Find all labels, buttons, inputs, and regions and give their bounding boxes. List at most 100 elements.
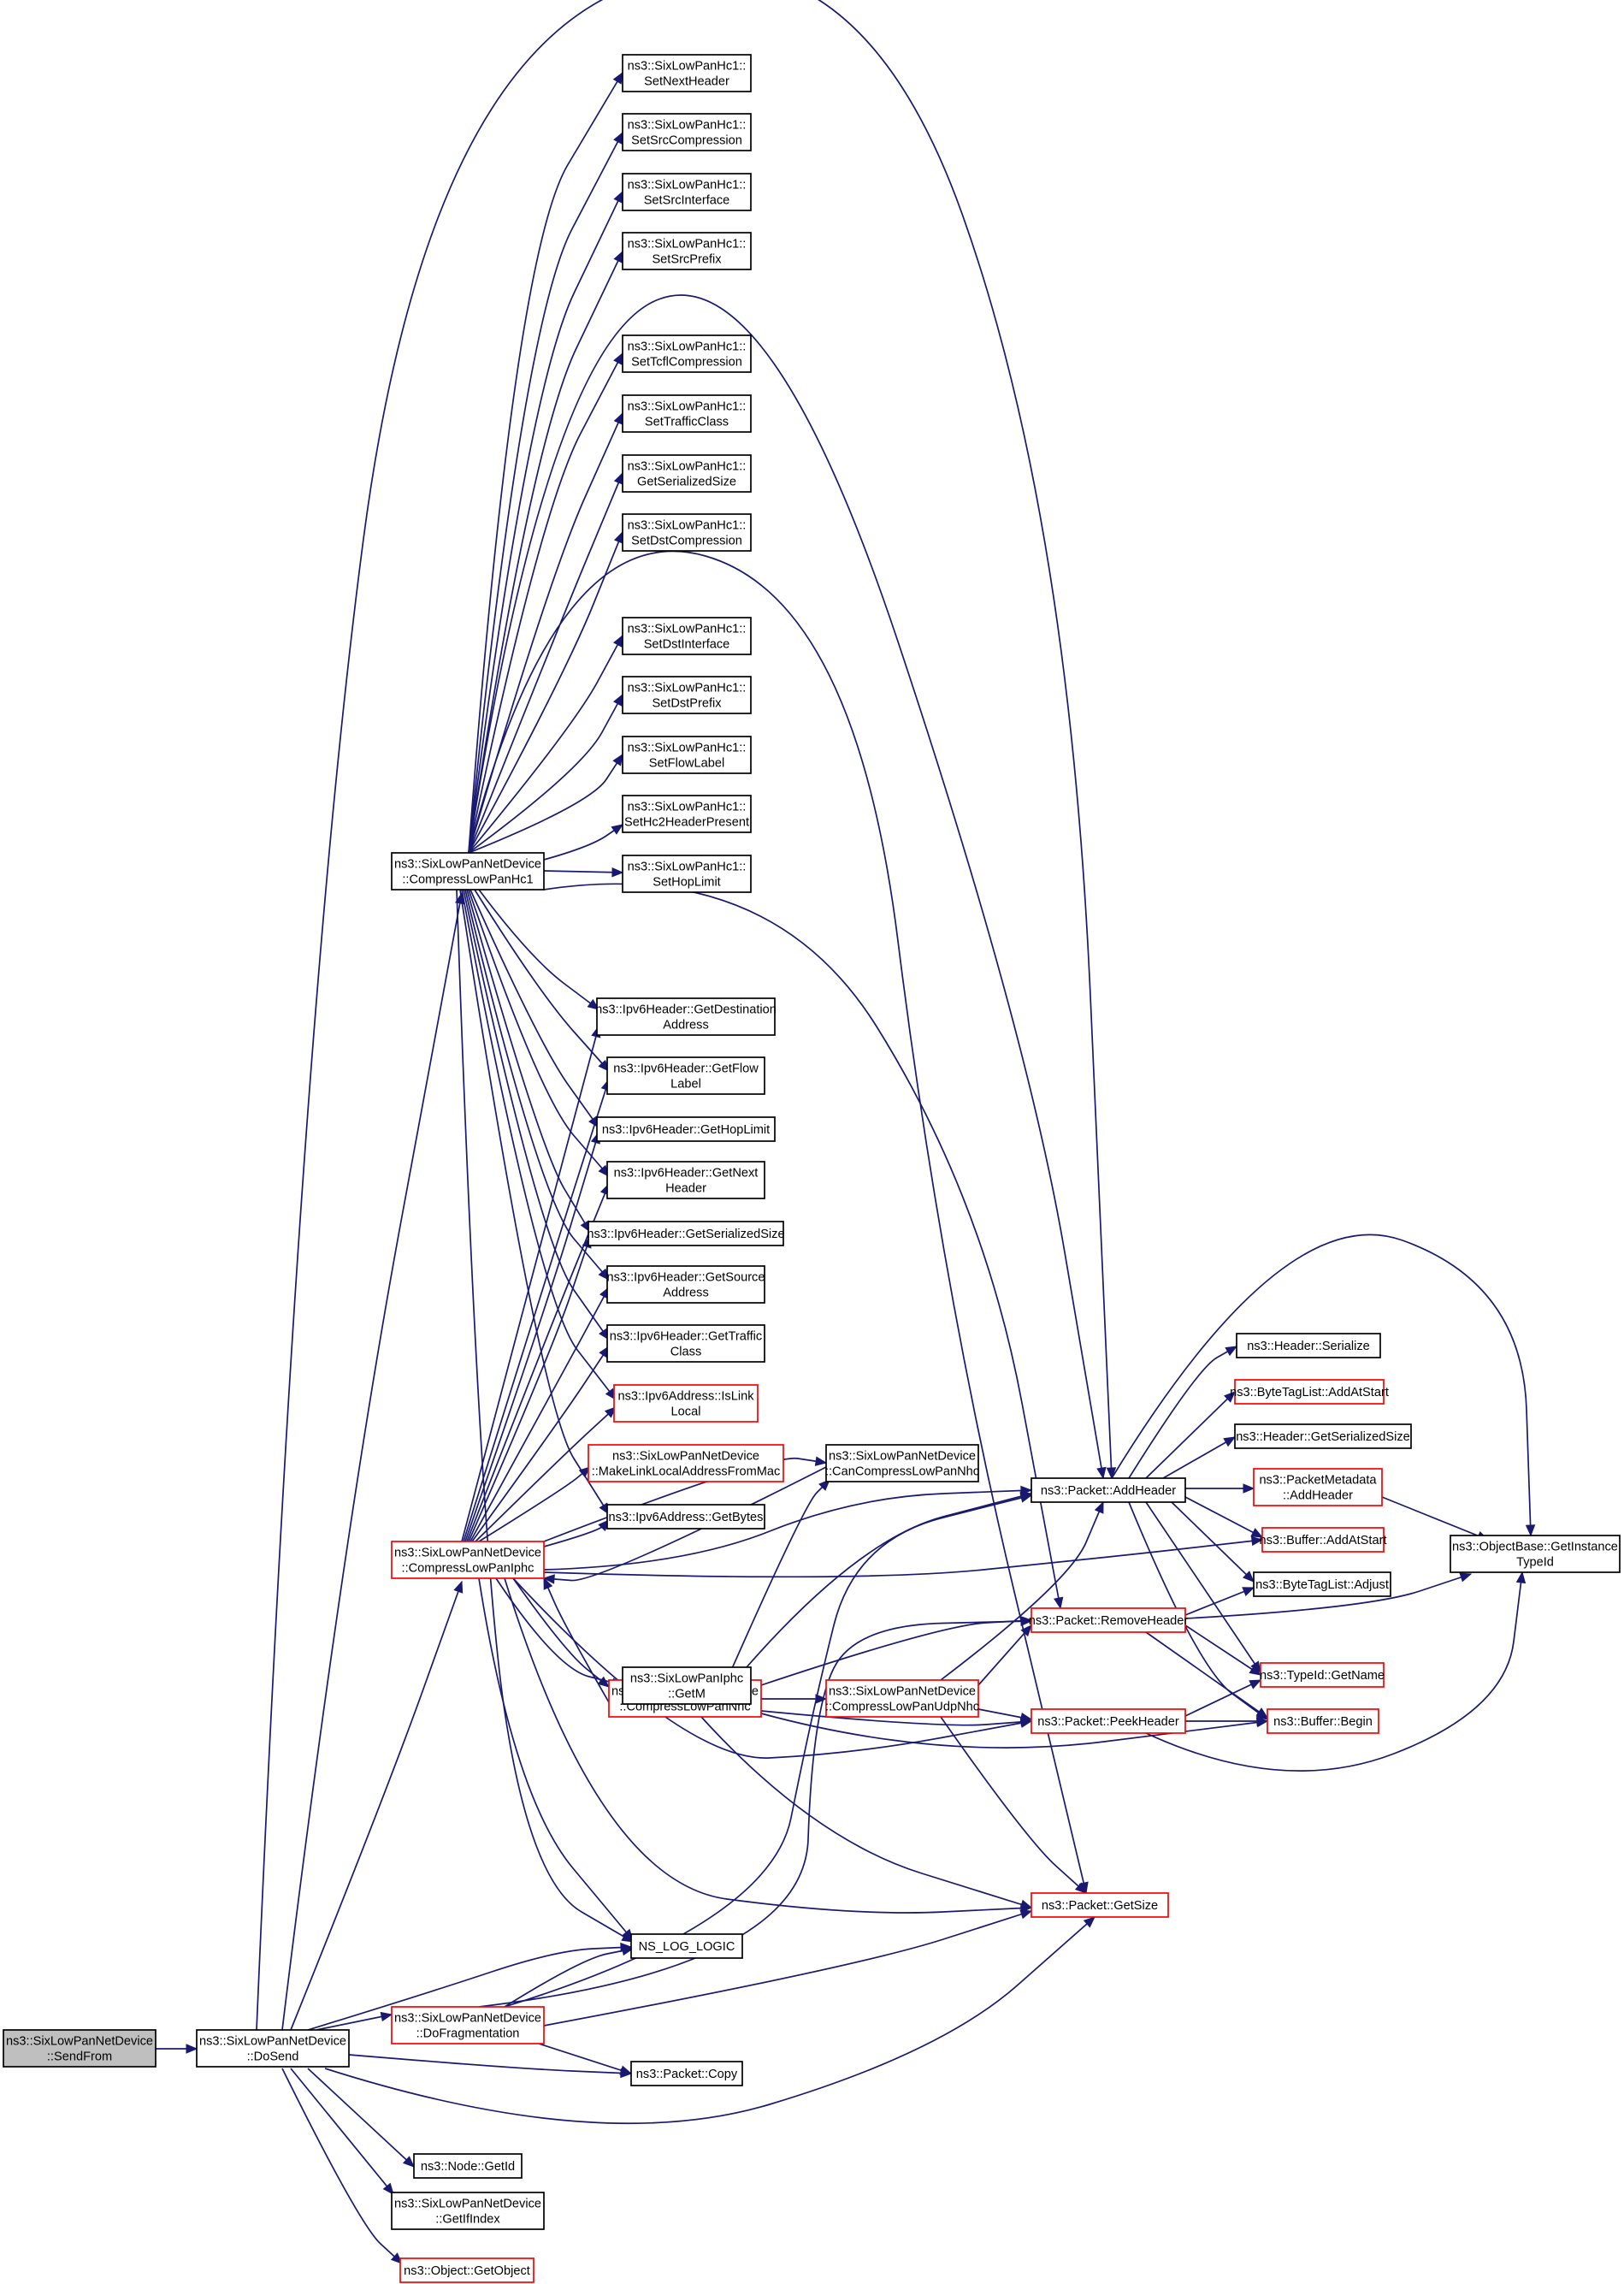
arrowhead (613, 471, 623, 485)
node-headergetser[interactable]: ns3::Header::GetSerializedSize (1234, 1423, 1412, 1449)
node-label: ns3::Buffer::AddAtStart (1260, 1534, 1387, 1547)
edge-hc1-to-setsrcprefix (468, 251, 623, 854)
node-frag[interactable]: ns3::SixLowPanNetDevice::DoFragmentation (391, 2006, 545, 2044)
node-getbytes[interactable]: ns3::Ipv6Address::GetBytes (606, 1504, 765, 1530)
node-udpnhc[interactable]: ns3::SixLowPanNetDevice::CompressLowPanU… (825, 1679, 979, 1718)
node-bytetagadjust[interactable]: ns3::ByteTagList::Adjust (1253, 1571, 1391, 1597)
node-label: ns3::ObjectBase::GetInstance (1452, 1541, 1618, 1554)
node-box (1267, 1708, 1379, 1734)
edge-iphc-to-nhc (512, 1577, 610, 1688)
node-label: ns3::SixLowPanHc1:: (628, 400, 747, 414)
arrowhead (1250, 1528, 1264, 1538)
node-getifindex[interactable]: ns3::SixLowPanNetDevice::GetIfIndex (391, 2192, 545, 2230)
node-typeidgetname[interactable]: ns3::TypeId::GetName (1260, 1662, 1385, 1688)
node-setsrccomp[interactable]: ns3::SixLowPanHc1::SetSrcCompression (622, 113, 752, 151)
node-box (1031, 1607, 1186, 1633)
node-box (622, 232, 752, 270)
node-label: SetNextHeader (644, 75, 729, 89)
node-setflowlabel[interactable]: ns3::SixLowPanHc1::SetFlowLabel (622, 736, 752, 774)
node-box (622, 394, 752, 433)
node-hc1[interactable]: ns3::SixLowPanNetDevice::CompressLowPanH… (391, 852, 545, 891)
node-settcflcomp[interactable]: ns3::SixLowPanHc1::SetTcflCompression (622, 334, 752, 373)
edge-hc1-to-getnext (468, 889, 610, 1177)
node-label: SetSrcPrefix (652, 253, 722, 267)
edge-iphc-to-getsize (504, 1577, 1032, 1914)
node-bufferaddatstart[interactable]: ns3::Buffer::AddAtStart (1260, 1527, 1387, 1553)
edge-hc1-to-settcflcomp (468, 352, 623, 854)
node-nslog[interactable]: NS_LOG_LOGIC (630, 1933, 743, 1959)
node-setsrcprefix[interactable]: ns3::SixLowPanHc1::SetSrcPrefix (622, 232, 752, 270)
node-box (622, 617, 752, 655)
node-serialize[interactable]: ns3::Header::Serialize (1236, 1333, 1381, 1358)
node-copy[interactable]: ns3::Packet::Copy (630, 2061, 743, 2086)
edge-hc1-to-setdstif (468, 635, 623, 854)
node-setdstcomp[interactable]: ns3::SixLowPanHc1::SetDstCompression (622, 513, 752, 552)
node-setdstif[interactable]: ns3::SixLowPanHc1::SetDstInterface (622, 617, 752, 655)
node-bytetagaddatstart[interactable]: ns3::ByteTagList::AddAtStart (1230, 1379, 1389, 1405)
edge-nhc-to-getsize (700, 1716, 1032, 1908)
node-label: ns3::SixLowPanHc1:: (628, 861, 747, 874)
node-cancompress[interactable]: ns3::SixLowPanNetDevice::CanCompressLowP… (825, 1444, 979, 1482)
node-hc1getser[interactable]: ns3::SixLowPanHc1::GetSerializedSize (622, 454, 752, 493)
node-metadataadd[interactable]: ns3::PacketMetadata::AddHeader (1253, 1468, 1383, 1506)
node-label: ::GetM (668, 1688, 706, 1701)
node-setnextheader[interactable]: ns3::SixLowPanHc1::SetNextHeader (622, 54, 752, 92)
node-label: ::MakeLinkLocalAddressFromMac (592, 1465, 781, 1479)
node-box (622, 173, 752, 211)
node-getsize[interactable]: ns3::Packet::GetSize (1031, 1892, 1169, 1918)
node-settrafficclass[interactable]: ns3::SixLowPanHc1::SetTrafficClass (622, 394, 752, 433)
node-getid[interactable]: ns3::Node::GetId (413, 2153, 523, 2179)
node-makell[interactable]: ns3::SixLowPanNetDevice::MakeLinkLocalAd… (588, 1444, 784, 1482)
edge-dosend-to-getsize (324, 1916, 1095, 2125)
node-setsrcif[interactable]: ns3::SixLowPanHc1::SetSrcInterface (622, 173, 752, 211)
node-sendfrom[interactable]: ns3::SixLowPanNetDevice::SendFrom (3, 2029, 156, 2068)
node-label: TypeId (1516, 1556, 1554, 1570)
node-box (1253, 1468, 1383, 1506)
edge-hc1-to-getdst (478, 889, 599, 1010)
arrowhead (1106, 1467, 1117, 1480)
node-label: SetSrcInterface (644, 194, 730, 208)
node-box (588, 1444, 784, 1482)
edge-hc1-to-ipv6getser (466, 889, 591, 1233)
node-label: ::DoSend (247, 2050, 299, 2064)
node-getobject[interactable]: ns3::Object::GetObject (399, 2257, 534, 2283)
node-label: Address (663, 1019, 709, 1033)
edge-hc1-to-addheader (468, 294, 1104, 1479)
edge-addheader-to-typeidgetname (1145, 1501, 1261, 1673)
node-label: SetSrcCompression (631, 134, 742, 148)
node-getm[interactable]: ns3::SixLowPanIphc::GetM (622, 1666, 752, 1705)
node-box (596, 997, 776, 1036)
node-sethoplimit[interactable]: ns3::SixLowPanHc1::SetHopLimit (622, 855, 752, 893)
node-dosend[interactable]: ns3::SixLowPanNetDevice::DoSend (196, 2029, 350, 2068)
edge-hc1-to-nslog (456, 889, 634, 1943)
arrowhead (611, 867, 624, 878)
edge-removeheader-to-getinstancetypeid (1184, 1573, 1472, 1619)
node-box (606, 1265, 765, 1304)
edge-iphc-to-getbytes (543, 1519, 610, 1547)
node-box (588, 1221, 784, 1246)
node-label: ns3::Packet::Copy (636, 2068, 738, 2081)
node-peekheader[interactable]: ns3::Packet::PeekHeader (1031, 1708, 1186, 1734)
node-setdstprefix[interactable]: ns3::SixLowPanHc1::SetDstPrefix (622, 676, 752, 714)
node-ipv6getser[interactable]: ns3::Ipv6Header::GetSerializedSize (587, 1221, 785, 1246)
node-box (606, 1056, 765, 1095)
node-sethc2[interactable]: ns3::SixLowPanHc1::SetHc2HeaderPresent (622, 795, 752, 833)
edge-dosend-to-nslog (307, 1946, 632, 2031)
node-bufferbegin[interactable]: ns3::Buffer::Begin (1267, 1708, 1379, 1734)
arrowhead (1515, 1571, 1527, 1584)
node-addheader[interactable]: ns3::Packet::AddHeader (1031, 1477, 1186, 1503)
node-iphc[interactable]: ns3::SixLowPanNetDevice::CompressLowPanI… (391, 1541, 545, 1579)
edge-iphc-to-getdst (461, 1026, 599, 1542)
arrowhead (1525, 1524, 1536, 1537)
arrowhead (613, 250, 623, 263)
node-removeheader[interactable]: ns3::Packet::RemoveHeader (1029, 1607, 1189, 1633)
node-gethop[interactable]: ns3::Ipv6Header::GetHopLimit (596, 1116, 776, 1142)
edge-frag-to-nslog (504, 1948, 634, 2008)
